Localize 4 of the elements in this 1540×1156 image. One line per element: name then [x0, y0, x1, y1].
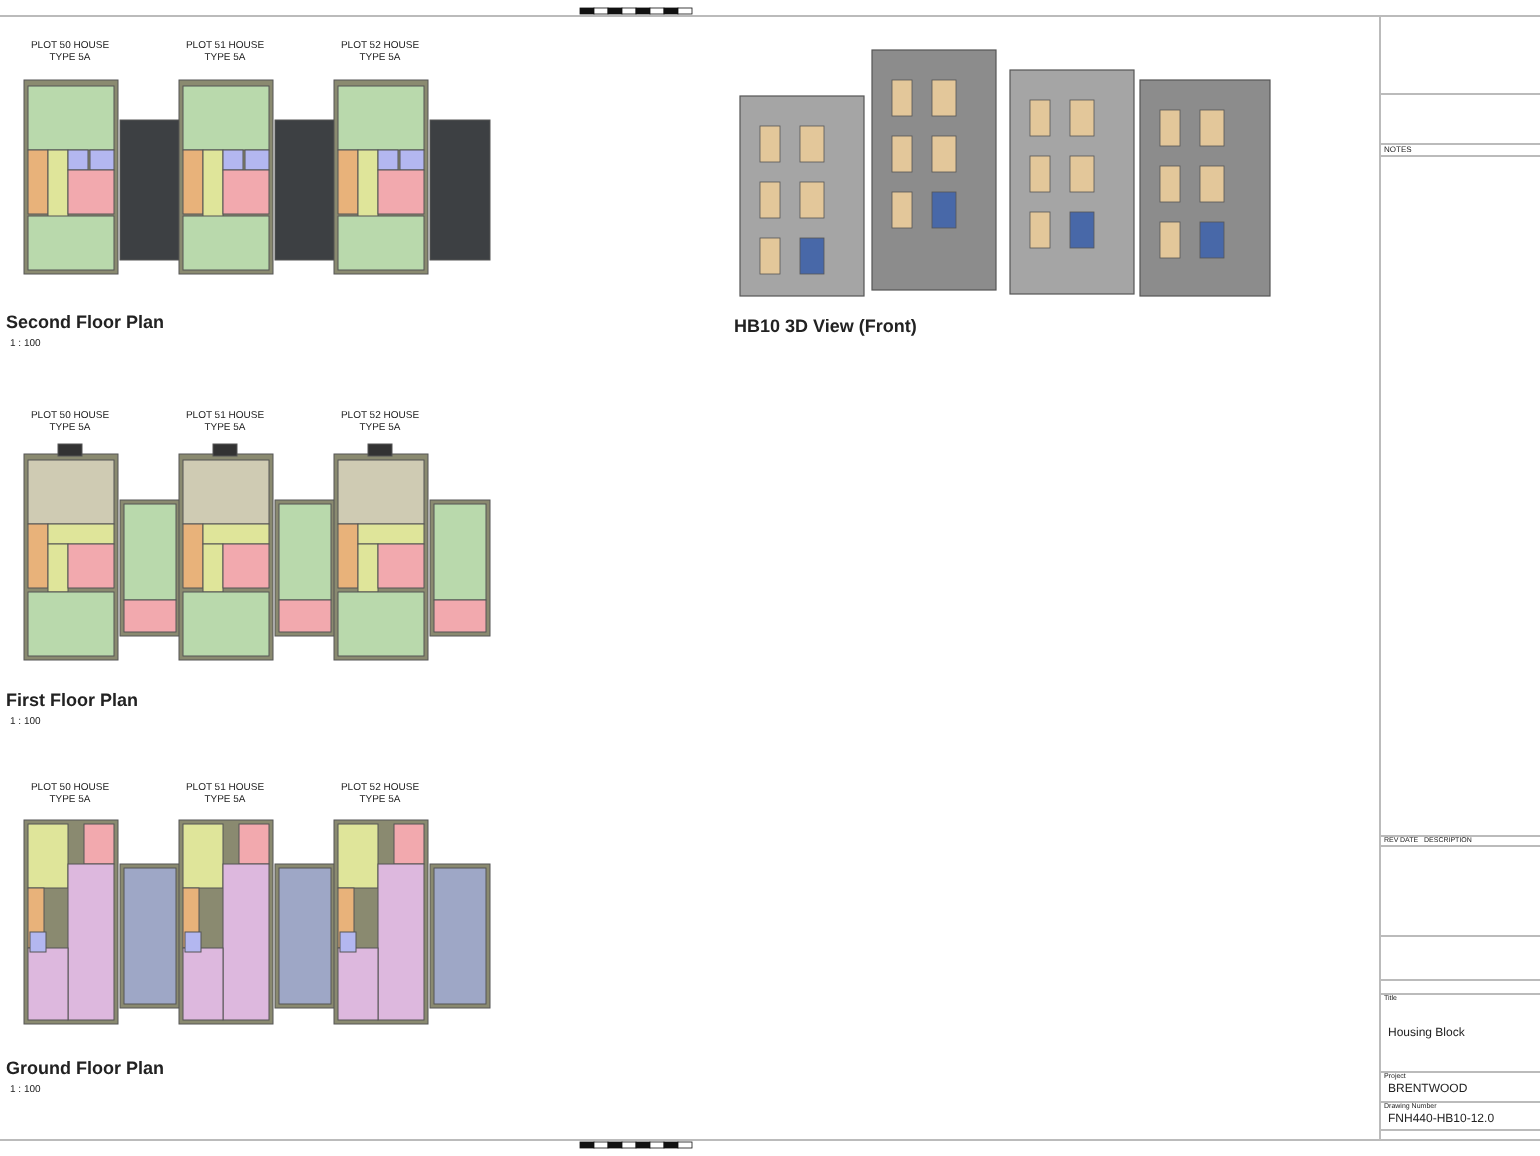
view-title: HB10 3D View (Front) — [734, 318, 917, 338]
plan-title: First Floor Plan — [6, 692, 139, 712]
plan-title: Second Floor Plan — [6, 314, 165, 334]
plan-title: Ground Floor Plan — [6, 1060, 164, 1080]
